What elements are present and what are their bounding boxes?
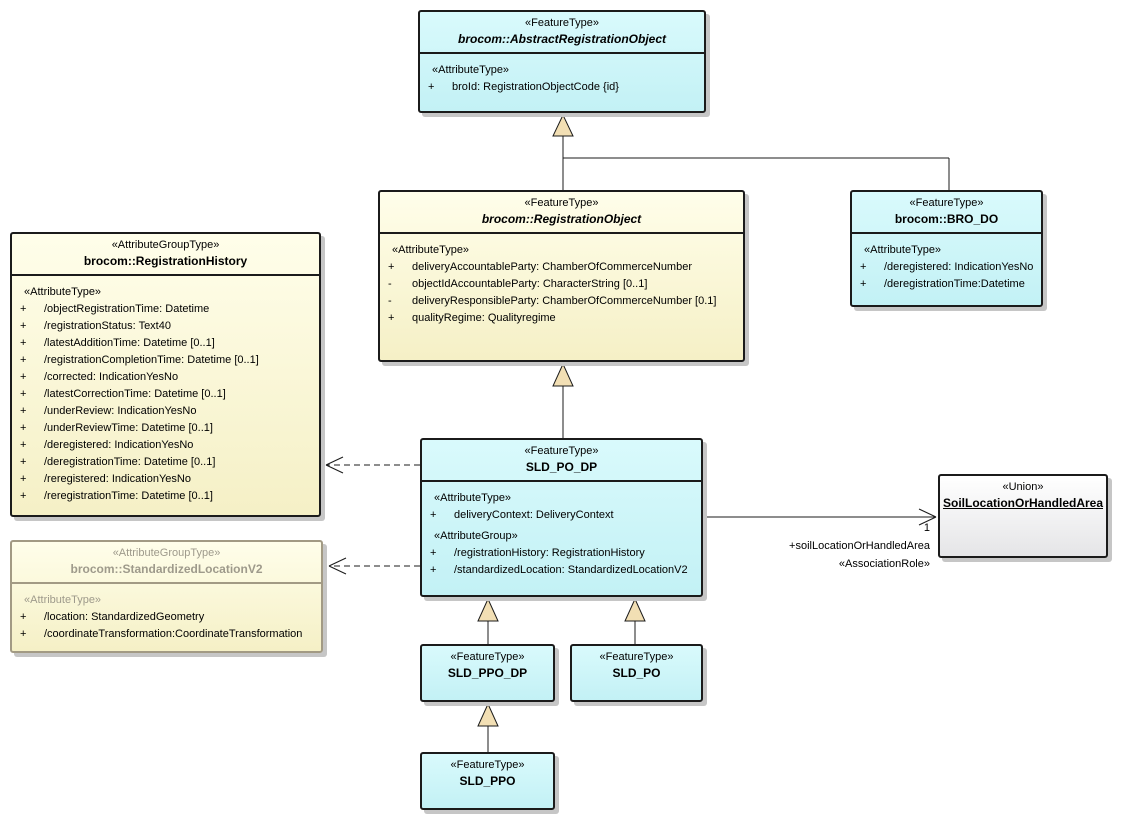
attribute-row: +/registrationHistory: RegistrationHisto…	[430, 547, 645, 559]
class-name: SLD_PPO_DP	[447, 666, 528, 680]
attribute-type-header: «AttributeType»	[24, 594, 102, 606]
class-header: «FeatureType» SLD_PO_DP	[422, 440, 701, 482]
stereotype-label: «AttributeGroupType»	[112, 547, 221, 559]
attribute-row: +/deregistered: IndicationYesNo	[20, 439, 194, 451]
class-name: brocom::StandardizedLocationV2	[70, 562, 263, 576]
attribute-row: -deliveryResponsibleParty: ChamberOfComm…	[388, 295, 717, 307]
association-role-stereotype: «AssociationRole»	[838, 558, 930, 570]
generalization-to-abstract-registration-object	[552, 113, 950, 190]
class-name: SLD_PO_DP	[525, 460, 598, 474]
class-header: «FeatureType» brocom::BRO_DO	[852, 192, 1041, 234]
stereotype-label: «FeatureType»	[524, 197, 599, 209]
class-name: SLD_PPO	[459, 774, 516, 788]
attribute-compartment: «AttributeType» +deliveryContext: Delive…	[422, 482, 701, 579]
attribute-row: +broId: RegistrationObjectCode {id}	[428, 81, 619, 93]
class-sld-po-dp[interactable]: «FeatureType» SLD_PO_DP «AttributeType» …	[420, 438, 703, 597]
attribute-row: +/reregistered: IndicationYesNo	[20, 473, 191, 485]
class-bro-do[interactable]: «FeatureType» brocom::BRO_DO «AttributeT…	[850, 190, 1043, 307]
generalization-sld-po-to-sld-po-dp	[624, 597, 646, 644]
class-registration-history[interactable]: «AttributeGroupType» brocom::Registratio…	[10, 232, 321, 517]
attribute-row: +deliveryContext: DeliveryContext	[430, 509, 614, 521]
attribute-row: +/standardizedLocation: StandardizedLoca…	[430, 564, 688, 576]
attribute-type-header: «AttributeType»	[864, 244, 942, 256]
class-abstract-registration-object[interactable]: «FeatureType» brocom::AbstractRegistrati…	[418, 10, 706, 113]
attribute-row: +/coordinateTransformation:CoordinateTra…	[20, 628, 303, 640]
class-standardized-location-v2[interactable]: «AttributeGroupType» brocom::Standardize…	[10, 540, 323, 653]
attribute-row: +/underReviewTime: Datetime [0..1]	[20, 422, 213, 434]
stereotype-label: «FeatureType»	[909, 197, 984, 209]
class-header: «AttributeGroupType» brocom::Registratio…	[12, 234, 319, 276]
attribute-row: +/location: StandardizedGeometry	[20, 611, 205, 623]
class-name: SoilLocationOrHandledArea	[942, 496, 1104, 510]
attribute-row: +/reregistrationTime: Datetime [0..1]	[20, 490, 213, 502]
union-soil-location-or-handled-area[interactable]: «Union» SoilLocationOrHandledArea	[938, 474, 1108, 558]
attribute-row: +/deregistrationTime:Datetime	[860, 278, 1025, 290]
dependency-to-standardized-location	[328, 557, 420, 575]
class-header: «Union» SoilLocationOrHandledArea	[940, 476, 1106, 516]
class-header: «AttributeGroupType» brocom::Standardize…	[12, 542, 321, 584]
attribute-row: +/registrationCompletionTime: Datetime […	[20, 354, 259, 366]
attribute-type-header: «AttributeType»	[434, 492, 512, 504]
attribute-row: +/deregistrationTime: Datetime [0..1]	[20, 456, 216, 468]
generalization-sld-po-dp-to-registration-object	[552, 362, 574, 438]
class-sld-ppo-dp[interactable]: «FeatureType» SLD_PPO_DP	[420, 644, 555, 702]
attribute-compartment: «AttributeType» +deliveryAccountablePart…	[380, 234, 743, 327]
attribute-group-header: «AttributeGroup»	[434, 530, 518, 542]
association-soil-location-or-handled-area	[703, 508, 937, 526]
class-sld-po[interactable]: «FeatureType» SLD_PO	[570, 644, 703, 702]
attribute-type-header: «AttributeType»	[392, 244, 470, 256]
stereotype-label: «Union»	[1002, 481, 1044, 493]
class-header: «FeatureType» SLD_PO	[572, 646, 701, 686]
attribute-compartment: «AttributeType» +broId: RegistrationObje…	[420, 54, 704, 96]
class-name: brocom::RegistrationObject	[481, 212, 642, 226]
generalization-sld-ppo-to-sld-ppo-dp	[477, 702, 499, 752]
attribute-compartment: «AttributeType» +/deregistered: Indicati…	[852, 234, 1041, 293]
attribute-row: -objectIdAccountableParty: CharacterStri…	[388, 278, 648, 290]
attribute-row: +/underReview: IndicationYesNo	[20, 405, 197, 417]
attribute-row: +/deregistered: IndicationYesNo	[860, 261, 1034, 273]
attribute-type-header: «AttributeType»	[24, 286, 102, 298]
attribute-compartment: «AttributeType» +/objectRegistrationTime…	[12, 276, 319, 505]
class-header: «FeatureType» brocom::RegistrationObject	[380, 192, 743, 234]
class-name: brocom::RegistrationHistory	[83, 254, 248, 268]
attribute-row: +qualityRegime: Qualityregime	[388, 312, 556, 324]
class-name: brocom::BRO_DO	[894, 212, 999, 226]
attribute-row: +/corrected: IndicationYesNo	[20, 371, 179, 383]
attribute-compartment: «AttributeType» +/location: Standardized…	[12, 584, 321, 643]
association-role-name: +soilLocationOrHandledArea	[789, 540, 930, 552]
attribute-row: +/latestAdditionTime: Datetime [0..1]	[20, 337, 215, 349]
stereotype-label: «AttributeGroupType»	[111, 239, 220, 251]
class-header: «FeatureType» SLD_PPO	[422, 754, 553, 794]
stereotype-label: «FeatureType»	[524, 445, 599, 457]
class-name: SLD_PO	[612, 666, 661, 680]
class-header: «FeatureType» SLD_PPO_DP	[422, 646, 553, 686]
stereotype-label: «FeatureType»	[450, 651, 525, 663]
class-header: «FeatureType» brocom::AbstractRegistrati…	[420, 12, 704, 54]
attribute-row: +/registrationStatus: Text40	[20, 320, 171, 332]
stereotype-label: «FeatureType»	[525, 17, 599, 29]
class-sld-ppo[interactable]: «FeatureType» SLD_PPO	[420, 752, 555, 810]
attribute-row: +/objectRegistrationTime: Datetime	[20, 303, 210, 315]
class-name: brocom::AbstractRegistrationObject	[457, 32, 667, 46]
attribute-row: +/latestCorrectionTime: Datetime [0..1]	[20, 388, 226, 400]
stereotype-label: «FeatureType»	[599, 651, 674, 663]
attribute-type-header: «AttributeType»	[432, 64, 510, 76]
dependency-to-registration-history	[325, 456, 420, 474]
association-multiplicity: 1	[923, 522, 930, 534]
generalization-sld-ppo-dp-to-sld-po-dp	[477, 597, 499, 644]
stereotype-label: «FeatureType»	[450, 759, 525, 771]
attribute-row: +deliveryAccountableParty: ChamberOfComm…	[388, 261, 692, 273]
class-registration-object[interactable]: «FeatureType» brocom::RegistrationObject…	[378, 190, 745, 362]
